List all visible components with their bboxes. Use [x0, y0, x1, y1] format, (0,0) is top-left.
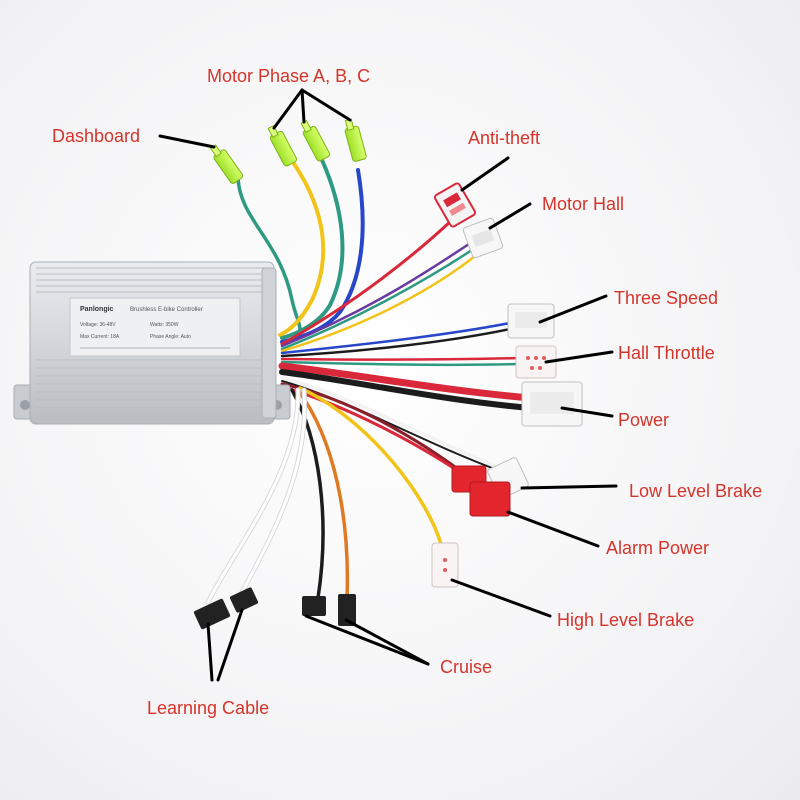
power-wire-red	[278, 362, 534, 402]
label-power: Power	[618, 410, 670, 430]
three-speed-wire-1	[280, 320, 517, 355]
pointer-lines	[158, 88, 618, 682]
phase-wire-green	[280, 158, 345, 340]
hall-throttle-wire-1	[280, 356, 524, 361]
power-wire-black	[279, 369, 533, 411]
phase-wire-yellow	[278, 156, 326, 337]
product-text: Brushless E-bike Controller	[130, 307, 203, 313]
learning-cable-wire-2	[206, 388, 300, 604]
hall-throttle-wire-2	[280, 360, 524, 367]
high-level-brake-wire	[298, 386, 444, 550]
low-level-brake-wire	[280, 376, 502, 470]
watts-text: Watts: 350W	[150, 322, 179, 328]
controller-box: Panlongic Brushless E-bike Controller Vo…	[13, 261, 291, 425]
label-cruise: Cruise	[440, 657, 493, 677]
label-motor-phase: Motor Phase A, B, C	[207, 66, 371, 86]
cruise-wire-black	[290, 388, 325, 600]
label-hall-throttle: Hall Throttle	[618, 343, 715, 363]
motor-hall-wire-2	[280, 244, 480, 351]
label-high-level-brake: High Level Brake	[557, 610, 695, 630]
anti-theft-wire	[280, 218, 454, 346]
label-learning-cable: Learning Cable	[147, 698, 270, 718]
phase-angle-text: Phase Angle: Auto	[150, 334, 191, 340]
max-current-text: Max Current: 18A	[80, 334, 120, 340]
label-anti-theft: Anti-theft	[468, 128, 541, 148]
bullet-connectors	[209, 118, 367, 184]
voltage-text: Voltage: 36-48V	[80, 322, 116, 328]
label-dashboard: Dashboard	[52, 126, 141, 146]
label-motor-hall: Motor Hall	[542, 194, 625, 214]
label-three-speed: Three Speed	[614, 288, 719, 308]
motor-hall-wire-1	[280, 238, 477, 348]
brand-text: Panlongic	[80, 306, 114, 313]
wire-bundle	[205, 156, 534, 605]
cruise-wire-orange	[296, 388, 350, 600]
label-low-level-brake: Low Level Brake	[629, 481, 763, 501]
label-alarm-power: Alarm Power	[606, 538, 710, 558]
plug-connectors	[193, 182, 583, 630]
motor-hall-wire-3	[280, 250, 482, 353]
learning-cable-wire-4	[238, 388, 307, 598]
three-speed-wire-2	[280, 326, 517, 358]
